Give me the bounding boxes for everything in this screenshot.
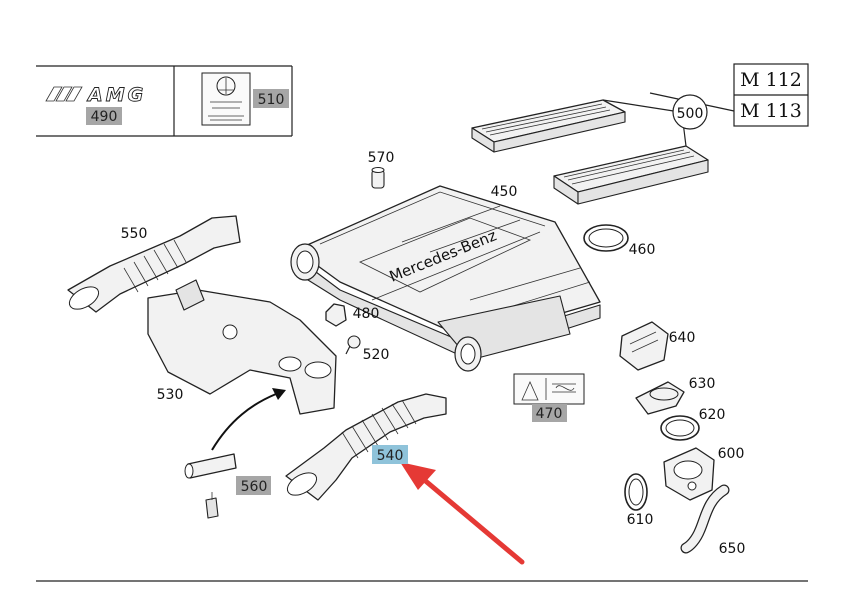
ring-610 — [624, 473, 648, 511]
label-650: 650 — [719, 541, 746, 557]
label-640: 640 — [669, 330, 696, 346]
label-620: 620 — [699, 407, 726, 423]
warning-label-470 — [513, 373, 585, 405]
housing-600 — [663, 447, 715, 501]
label-490: 490 — [91, 109, 118, 125]
label-570: 570 — [368, 150, 395, 166]
curved-arrow — [211, 388, 286, 451]
label-550: 550 — [121, 226, 148, 242]
intake-duct-530 — [147, 279, 337, 415]
clamp-630 — [635, 381, 685, 415]
label-560: 560 — [241, 479, 268, 495]
emission-sticker — [201, 72, 251, 126]
label-530: 530 — [157, 387, 184, 403]
label-460: 460 — [629, 242, 656, 258]
label-600: 600 — [718, 446, 745, 462]
engine-m112: M 112 — [740, 69, 802, 91]
label-630: 630 — [689, 376, 716, 392]
screw-520 — [345, 335, 361, 355]
label-450: 450 — [491, 184, 518, 200]
label-610: 610 — [627, 512, 654, 528]
engine-m113: M 113 — [740, 100, 802, 122]
engine-box: M 112 M 113 — [733, 63, 809, 127]
label-490-box — [86, 107, 122, 125]
label-470: 470 — [536, 406, 563, 422]
label-470-box — [532, 404, 567, 422]
air-mass-sensor-640 — [619, 321, 669, 371]
hose-650 — [680, 484, 730, 554]
amg-logo: AMG — [45, 84, 146, 106]
sleeve-570 — [371, 167, 385, 189]
air-filter-elements — [471, 92, 735, 205]
label-540: 540 — [377, 448, 404, 464]
air-filter-housing: Mercedes-Benz — [290, 185, 601, 372]
hose-560 — [184, 453, 237, 519]
ring-620 — [660, 415, 700, 441]
seal-ring-460 — [583, 224, 629, 252]
label-560-box — [236, 476, 271, 495]
label-510: 510 — [258, 92, 285, 108]
clip-480 — [325, 303, 347, 327]
red-arrow — [400, 462, 525, 565]
logo-frame — [36, 65, 293, 137]
part-labels: 490 510 500 570 450 550 460 480 520 640 … — [86, 89, 745, 557]
label-520: 520 — [363, 347, 390, 363]
air-duct-550 — [67, 215, 241, 313]
label-510-box — [253, 89, 289, 108]
label-540-box — [372, 445, 408, 464]
air-duct-540 — [285, 393, 447, 501]
label-480: 480 — [353, 306, 380, 322]
amg-logo-text: AMG — [86, 84, 146, 106]
label-500: 500 — [677, 106, 704, 122]
